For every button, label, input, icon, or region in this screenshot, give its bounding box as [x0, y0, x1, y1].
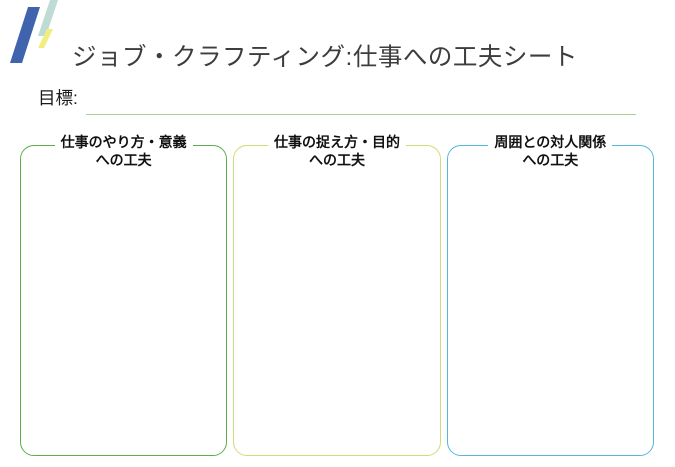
- goal-row: 目標:: [38, 86, 636, 115]
- logo-diagonal-bars-icon: [10, 0, 58, 63]
- box-legend: 仕事の捉え方・目的 への工夫: [234, 134, 439, 169]
- box-title-work-method: 仕事のやり方・意義 への工夫: [54, 134, 193, 169]
- page-title: ジョブ・クラフティング:仕事への工夫シート: [72, 44, 578, 72]
- craft-box-work-method: 仕事のやり方・意義 への工夫: [20, 134, 228, 456]
- goal-label: 目標:: [38, 88, 78, 108]
- box-content-relationships: [456, 176, 645, 447]
- craft-box-relationships: 周囲との対人関係 への工夫: [446, 134, 654, 456]
- box-content-work-method: [29, 176, 218, 447]
- craft-boxes-container: 仕事のやり方・意義 への工夫 仕事の捉え方・目的 への工夫 周囲との対人関係 へ…: [20, 134, 654, 456]
- logo-bar-yellow: [38, 29, 53, 48]
- box-content-work-perception: [242, 176, 431, 447]
- craft-box-work-perception: 仕事の捉え方・目的 への工夫: [233, 134, 441, 456]
- logo-bar-blue: [10, 7, 40, 63]
- box-legend: 仕事のやり方・意義 への工夫: [21, 134, 226, 169]
- box-legend: 周囲との対人関係 への工夫: [448, 134, 653, 169]
- box-title-relationships: 周囲との対人関係 への工夫: [488, 134, 613, 169]
- logo-bar-teal: [38, 0, 58, 36]
- goal-blank-underline: [85, 114, 636, 115]
- box-title-work-perception: 仕事の捉え方・目的 への工夫: [267, 134, 406, 169]
